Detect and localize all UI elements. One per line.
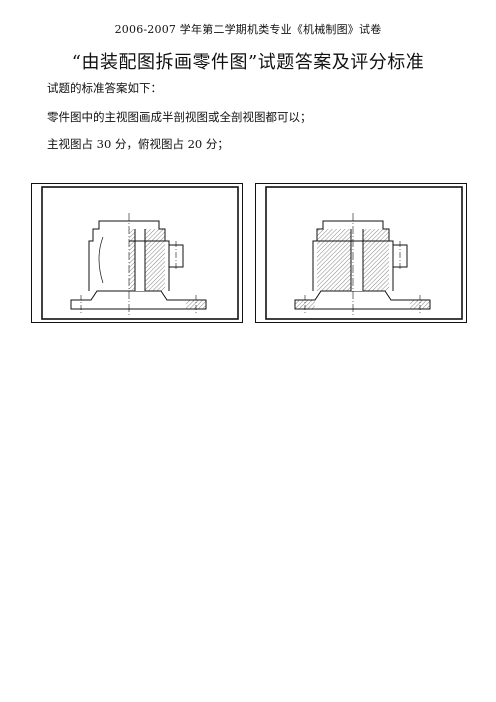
bore-void	[135, 229, 145, 291]
drawing-sheet-half-section	[31, 183, 243, 323]
inner-border	[41, 186, 239, 320]
bore-lines	[129, 229, 165, 291]
text-line-3: 主视图占 30 分，俯视图占 20 分；	[47, 137, 229, 151]
outer-border	[255, 183, 467, 323]
section-hatch-right	[363, 229, 389, 291]
base-hatch-right	[186, 300, 206, 309]
base-hatch-left	[295, 300, 315, 309]
bore-void	[351, 229, 363, 291]
engineering-drawings	[31, 183, 467, 323]
fillet-curve	[98, 236, 104, 284]
base-plate	[70, 290, 207, 310]
exam-header: 2006-2007 学年第二学期机类专业《机械制图》试卷	[114, 23, 382, 36]
page-title: “由装配图拆画零件图”试题答案及评分标准	[71, 52, 425, 73]
base-hatch-right	[410, 300, 430, 309]
outer-border	[31, 183, 243, 323]
half-section-hatch	[129, 229, 165, 291]
text-line-1: 试题的标准答案如下：	[47, 81, 162, 95]
base-plate	[294, 290, 431, 310]
front-view	[70, 213, 207, 315]
drawing-sheet-full-section	[255, 183, 467, 323]
inner-border	[265, 186, 463, 320]
front-view	[294, 213, 431, 315]
section-hatch-left	[317, 229, 351, 291]
text-line-2: 零件图中的主视图画成半剖视图或全剖视图都可以；	[47, 110, 312, 124]
